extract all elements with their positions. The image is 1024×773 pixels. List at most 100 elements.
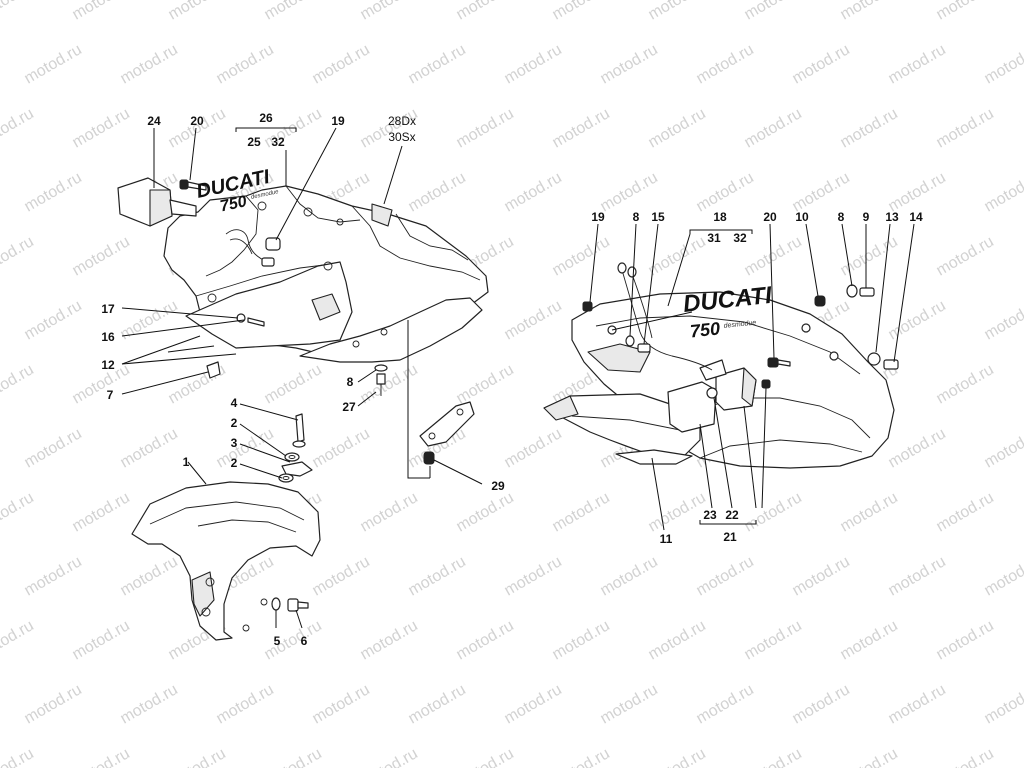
callout-4: 4	[231, 396, 238, 410]
watermark-text: motod.ru	[70, 0, 133, 23]
watermark-text: motod.ru	[214, 425, 277, 471]
callout-29: 29	[491, 479, 505, 493]
watermark-text: motod.ru	[598, 169, 661, 215]
watermark-text: motod.ru	[454, 745, 517, 768]
watermark-text: motod.ru	[934, 0, 997, 23]
watermark-text: motod.ru	[550, 233, 613, 279]
watermark-text: motod.ru	[934, 617, 997, 663]
watermark-text: motod.ru	[982, 425, 1024, 471]
watermark-text: motod.ru	[22, 297, 85, 343]
watermark-text: motod.ru	[934, 105, 997, 151]
watermark-text: motod.ru	[694, 553, 757, 599]
callout-8-right: 8	[633, 210, 640, 224]
watermark-text: motod.ru	[214, 41, 277, 87]
watermark-text: motod.ru	[502, 297, 565, 343]
watermark-text: motod.ru	[838, 105, 901, 151]
watermark-text: motod.ru	[0, 361, 37, 407]
watermark-text: motod.ru	[262, 745, 325, 768]
watermark-text: motod.ru	[0, 489, 37, 535]
watermark-text: motod.ru	[118, 681, 181, 727]
callout-2-lower: 2	[231, 456, 238, 470]
callout-2-upper: 2	[231, 416, 238, 430]
callout-28dx: 28Dx	[388, 114, 416, 128]
callout-7: 7	[107, 388, 114, 402]
watermark-text: motod.ru	[934, 745, 997, 768]
watermark-text: motod.ru	[262, 0, 325, 23]
callout-6: 6	[301, 634, 308, 648]
watermark-text: motod.ru	[790, 41, 853, 87]
callout-25: 25	[247, 135, 261, 149]
callout-19-left: 19	[331, 114, 345, 128]
watermark-text: motod.ru	[0, 105, 37, 151]
watermark-text: motod.ru	[982, 41, 1024, 87]
watermark-text: motod.ru	[982, 169, 1024, 215]
watermark-text: motod.ru	[358, 745, 421, 768]
watermark-text: motod.ru	[502, 425, 565, 471]
watermark-text: motod.ru	[118, 425, 181, 471]
watermark-text: motod.ru	[358, 361, 421, 407]
watermark-text: motod.ru	[262, 617, 325, 663]
callout-23: 23	[703, 508, 717, 522]
watermark-text: motod.ru	[70, 617, 133, 663]
watermark-text: motod.ru	[22, 553, 85, 599]
watermark-text: motod.ru	[982, 553, 1024, 599]
watermark-text: motod.ru	[646, 105, 709, 151]
watermark-text: motod.ru	[646, 745, 709, 768]
watermark-text: motod.ru	[886, 553, 949, 599]
watermark-text: motod.ru	[838, 745, 901, 768]
callout-8-left: 8	[347, 375, 354, 389]
watermark-text: motod.ru	[502, 169, 565, 215]
watermark-text: motod.ru	[790, 681, 853, 727]
screw-15-right	[638, 344, 650, 352]
watermark-text: motod.ru	[550, 745, 613, 768]
watermark-text: motod.ru	[934, 361, 997, 407]
screw-9-washer-8	[847, 285, 874, 297]
watermark-text: motod.ru	[118, 553, 181, 599]
watermark-text: motod.ru	[70, 233, 133, 279]
callout-14: 14	[909, 210, 923, 224]
watermark-text: motod.ru	[598, 41, 661, 87]
callout-1: 1	[183, 455, 190, 469]
callout-32-left: 32	[271, 135, 285, 149]
watermark-text: motod.ru	[22, 169, 85, 215]
watermark-text: motod.ru	[742, 233, 805, 279]
watermark-text: motod.ru	[838, 617, 901, 663]
watermark-text: motod.ru	[358, 0, 421, 23]
watermark-text: motod.ru	[166, 745, 229, 768]
watermark-text: motod.ru	[886, 169, 949, 215]
watermark-text: motod.ru	[502, 41, 565, 87]
watermark-text: motod.ru	[742, 617, 805, 663]
screw-21-right	[762, 380, 770, 388]
watermark-text: motod.ru	[742, 745, 805, 768]
callout-31: 31	[707, 231, 721, 245]
watermark-text: motod.ru	[214, 681, 277, 727]
watermark-text: motod.ru	[742, 489, 805, 535]
watermark-text: motod.ru	[454, 617, 517, 663]
callout-8-far-right: 8	[838, 210, 845, 224]
callout-30sx: 30Sx	[388, 130, 415, 144]
watermark-text: motod.ru	[166, 0, 229, 23]
watermark-text: motod.ru	[0, 0, 37, 23]
callout-15: 15	[651, 210, 665, 224]
decal-model-right: 750	[689, 318, 721, 341]
callout-18: 18	[713, 210, 727, 224]
watermark-text: motod.ru	[358, 489, 421, 535]
watermark-text: motod.ru	[646, 489, 709, 535]
watermark-text: motod.ru	[166, 105, 229, 151]
watermark-text: motod.ru	[886, 681, 949, 727]
watermark-text: motod.ru	[454, 489, 517, 535]
callout-16: 16	[101, 330, 115, 344]
nut-10	[815, 296, 825, 306]
watermark-text: motod.ru	[646, 0, 709, 23]
watermark-text: motod.ru	[646, 233, 709, 279]
watermark-text: motod.ru	[0, 617, 37, 663]
watermark-text: motod.ru	[22, 681, 85, 727]
callout-11: 11	[660, 532, 673, 546]
watermark-text: motod.ru	[838, 0, 901, 23]
watermark-text: motod.ru	[742, 105, 805, 151]
watermark-text: motod.ru	[406, 41, 469, 87]
watermark-text: motod.ru	[598, 553, 661, 599]
watermark-text: motod.ru	[310, 41, 373, 87]
watermark-text: motod.ru	[358, 105, 421, 151]
